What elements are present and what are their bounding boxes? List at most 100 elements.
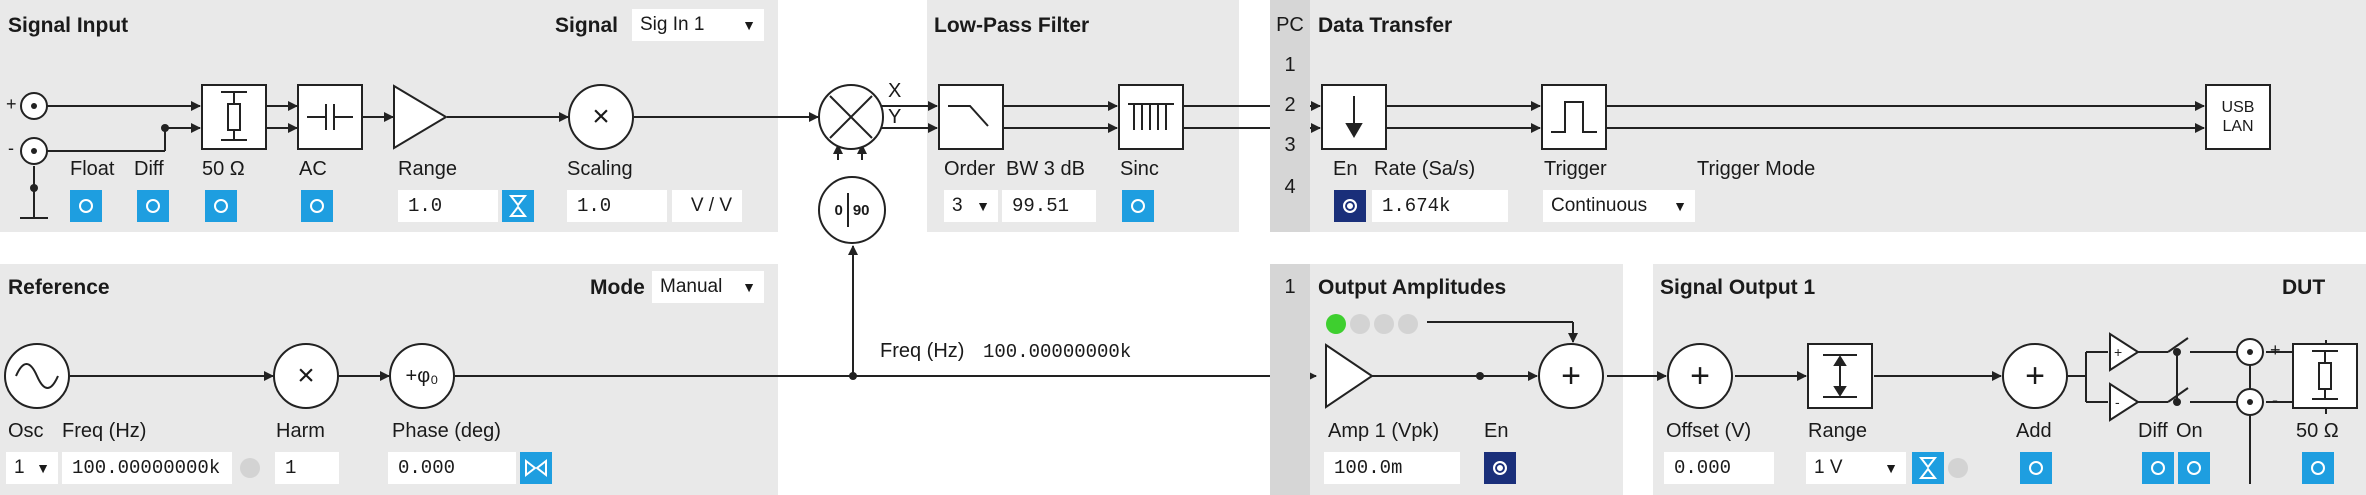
output-plus-connector-icon	[2236, 338, 2264, 366]
amplitude-adder-icon: +	[1538, 343, 1604, 409]
ac-label: AC	[299, 158, 327, 180]
lowpass-response-icon	[948, 105, 989, 127]
freq-label: Freq (Hz)	[62, 420, 147, 442]
reference-title: Reference	[8, 276, 110, 299]
mode-label: Mode	[590, 276, 645, 299]
channel-tab-1[interactable]: 1	[1284, 54, 1296, 76]
input-plus-connector-icon	[20, 92, 48, 120]
lowpass-filter-title: Low-Pass Filter	[934, 14, 1090, 37]
signal-select-label: Signal	[555, 14, 619, 37]
trigger-mode-value: Continuous	[1551, 195, 1648, 216]
order-select-value: 3	[952, 195, 963, 216]
sine-wave-icon	[15, 363, 59, 389]
offset-label: Offset (V)	[1666, 420, 1752, 442]
range-arrows-icon	[1823, 354, 1857, 398]
output-on-label: On	[2176, 420, 2203, 442]
range-autorange-button[interactable]	[502, 190, 534, 222]
sinc-toggle[interactable]	[1122, 190, 1154, 222]
order-select[interactable]: 3▼	[944, 190, 998, 222]
output-en-label: En	[1484, 420, 1509, 442]
usb-label: USB	[2221, 99, 2255, 116]
add-toggle[interactable]	[2020, 452, 2052, 484]
scaling-field[interactable]: 1.0	[567, 190, 667, 222]
phase-offset-icon: +φ₀	[389, 343, 455, 409]
output-minus-sign: -	[2272, 390, 2278, 410]
pulse-icon	[1551, 101, 1597, 133]
chevron-down-icon: ▼	[1884, 460, 1898, 476]
dut-impedance-toggle[interactable]	[2302, 452, 2334, 484]
phi-symbol: +φ₀	[405, 364, 439, 387]
signal-input-title: Signal Input	[8, 14, 129, 37]
lan-label: LAN	[2222, 118, 2254, 135]
phase-shift-block: 0 90	[818, 176, 886, 244]
pc-channel-tabs-column	[1270, 0, 1310, 232]
x-output-label: X	[888, 80, 902, 102]
output-plus-sign: +	[2270, 340, 2281, 360]
rate-field[interactable]: 1.674k	[1372, 190, 1508, 222]
autophase-icon	[525, 458, 547, 478]
chevron-down-icon: ▼	[36, 460, 50, 476]
impedance-label: 50 Ω	[202, 158, 245, 180]
pc-tab-label: PC	[1276, 14, 1304, 36]
output-enable-toggle[interactable]	[1484, 452, 1516, 484]
phase-90-label: 90	[852, 201, 870, 219]
float-label: Float	[70, 158, 115, 180]
demodulator-mixer-icon	[818, 84, 884, 150]
dut-impedance-label: 50 Ω	[2296, 420, 2339, 442]
scaling-multiplier-icon: ×	[568, 84, 634, 150]
harmonic-multiplier-icon: ×	[273, 343, 339, 409]
output-autorange-button[interactable]	[1912, 452, 1944, 484]
harm-label: Harm	[276, 420, 325, 442]
amp-label: Amp 1 (Vpk)	[1328, 420, 1440, 442]
bw-3db-field[interactable]: 99.51	[1002, 190, 1096, 222]
trigger-mode-select[interactable]: Continuous▼	[1543, 190, 1695, 222]
signal-select-value: Sig In 1	[640, 14, 705, 35]
signal-select[interactable]: Sig In 1▼	[632, 9, 764, 41]
channel-tab-4[interactable]: 4	[1284, 176, 1296, 198]
harm-field[interactable]: 1	[275, 452, 339, 484]
channel-tab-3[interactable]: 3	[1284, 134, 1296, 156]
phase-divider	[846, 193, 849, 227]
channel-tab-2[interactable]: 2	[1284, 94, 1296, 116]
float-toggle[interactable]	[70, 190, 102, 222]
output-tab-1[interactable]: 1	[1284, 276, 1296, 298]
bus-freq-value: 100.00000000k	[983, 341, 1132, 363]
diff-toggle[interactable]	[137, 190, 169, 222]
chevron-down-icon: ▼	[742, 279, 756, 295]
phase-autophase-button[interactable]	[520, 452, 552, 484]
impedance-50ohm-toggle[interactable]	[205, 190, 237, 222]
mode-select[interactable]: Manual ▼	[652, 271, 764, 303]
input-minus-connector-icon	[20, 137, 48, 165]
output-led-4	[1398, 314, 1418, 334]
plus-output-driver-icon: +	[2109, 332, 2140, 372]
input-impedance-block	[201, 84, 267, 150]
ac-toggle[interactable]	[301, 190, 333, 222]
input-plus-sign: +	[6, 94, 17, 114]
osc-label: Osc	[8, 420, 44, 442]
output-range-select[interactable]: 1 V▼	[1806, 452, 1906, 484]
chevron-down-icon: ▼	[976, 198, 990, 214]
signal-output-title: Signal Output 1	[1660, 276, 1816, 299]
dut-title: DUT	[2282, 276, 2326, 299]
capacitor-icon	[307, 104, 353, 130]
mode-select-value: Manual	[660, 276, 723, 297]
freq-field[interactable]: 100.00000000k	[62, 452, 232, 484]
output-led-2	[1350, 314, 1370, 334]
range-field[interactable]: 1.0	[398, 190, 498, 222]
input-minus-sign: -	[8, 138, 14, 158]
amp-field[interactable]: 100.0m	[1324, 452, 1460, 484]
phase-field[interactable]: 0.000	[388, 452, 516, 484]
output-diff-toggle[interactable]	[2142, 452, 2174, 484]
offset-field[interactable]: 0.000	[1664, 452, 1774, 484]
decimation-block	[1321, 84, 1387, 150]
output-on-toggle[interactable]	[2178, 452, 2210, 484]
add-label: Add	[2016, 420, 2052, 442]
bus-freq-label: Freq (Hz)	[880, 340, 965, 362]
osc-select[interactable]: 1▼	[6, 452, 58, 484]
data-enable-toggle[interactable]	[1334, 190, 1366, 222]
output-range-led	[1948, 458, 1968, 478]
mixer-cross-icon	[829, 95, 873, 139]
order-label: Order	[944, 158, 996, 180]
scaling-label: Scaling	[567, 158, 633, 180]
